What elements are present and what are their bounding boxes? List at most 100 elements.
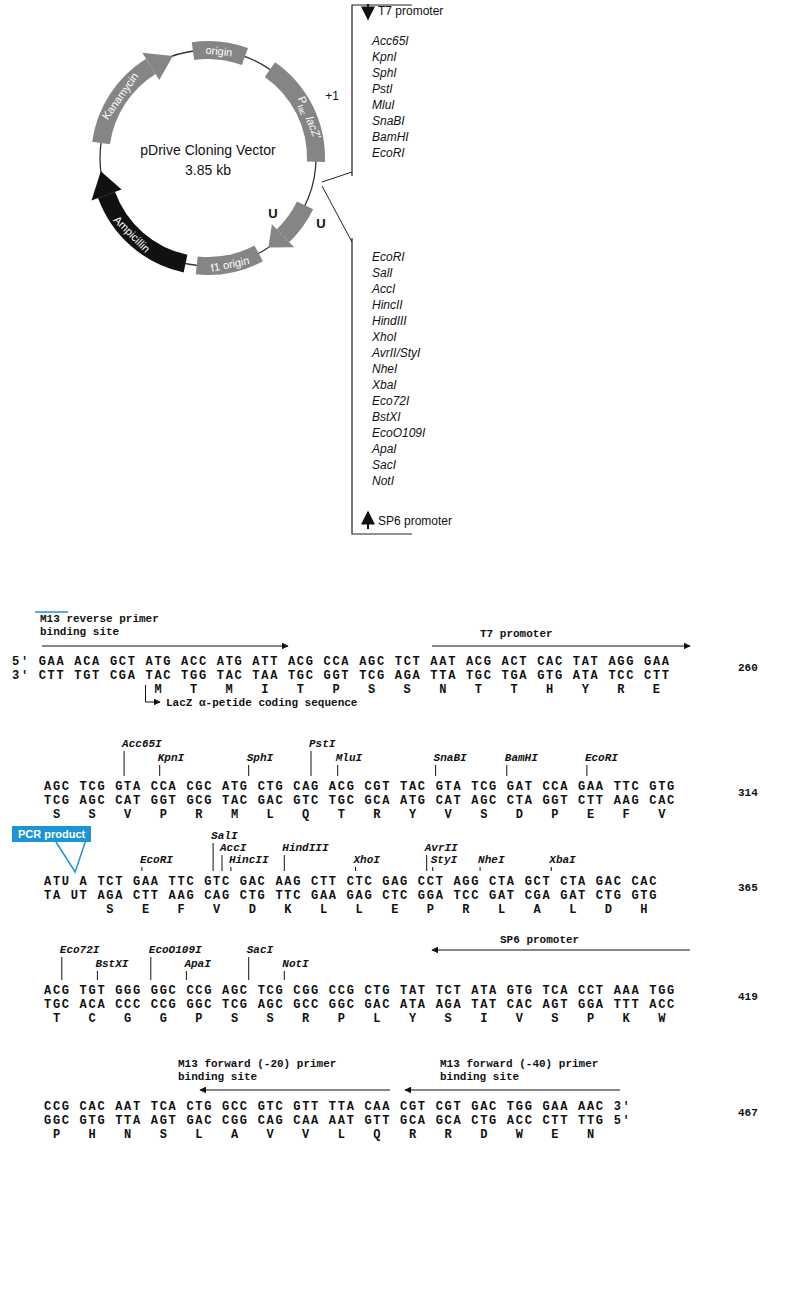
annotation: 419 xyxy=(738,991,758,1004)
restriction-site: PstI xyxy=(309,738,335,750)
sequence-line: P H N S L A V V L Q R R D W E N xyxy=(53,1128,596,1142)
sequence-line: TCG AGC CAT GGT GCG TAC GAC GTC TGC GCA … xyxy=(44,794,676,808)
feature-label: PlaclacZ' xyxy=(293,95,324,142)
restriction-site: KpnI xyxy=(158,752,184,764)
site-tick xyxy=(222,855,223,871)
restriction-site: SphI xyxy=(372,66,397,80)
map-label: T7 promoter xyxy=(378,4,443,18)
primer-arrow xyxy=(200,1090,390,1091)
restriction-site: EcoRI xyxy=(372,146,405,160)
restriction-site: XbaI xyxy=(372,378,397,392)
site-list-bracket xyxy=(352,5,412,176)
restriction-site: MluI xyxy=(336,752,362,764)
site-tick xyxy=(480,867,481,871)
restriction-site: SacI xyxy=(247,944,273,956)
restriction-site: EcoO109I xyxy=(149,944,202,956)
primer-arrow xyxy=(405,1090,620,1091)
map-label: SP6 promoter xyxy=(378,514,452,528)
restriction-site: HindIII xyxy=(372,314,407,328)
marker-label: U xyxy=(316,216,325,231)
sequence-line: UT AGA CTT AAG CAG CTG TTC GAA GAG CTC G… xyxy=(71,889,658,903)
plasmid-backbone xyxy=(100,50,316,266)
restriction-site: Acc65I xyxy=(122,738,162,750)
restriction-site: NotI xyxy=(372,474,394,488)
sequence-line: CCG CAC AAT TCA CTG GCC GTC GTT TTA CAA … xyxy=(44,1100,631,1114)
annotation: 365 xyxy=(738,882,758,895)
site-tick xyxy=(150,957,151,980)
site-tick xyxy=(159,765,160,776)
site-tick xyxy=(311,751,312,776)
restriction-site: KpnI xyxy=(372,50,397,64)
annotation: M13 reverse primer binding site xyxy=(40,613,205,639)
restriction-site: SalI xyxy=(372,266,393,280)
site-tick xyxy=(248,765,249,776)
promoter-arrow xyxy=(367,4,369,19)
blue-mark xyxy=(35,611,68,613)
site-tick xyxy=(124,751,125,776)
restriction-site: NheI xyxy=(372,362,397,376)
restriction-site: SalI xyxy=(211,830,237,842)
restriction-site: XhoI xyxy=(354,854,380,866)
leader-line xyxy=(322,186,352,242)
sequence-line: S E F V D K L L E P R L A L D H xyxy=(106,903,649,917)
restriction-site: AccI xyxy=(220,842,246,854)
vector-name: 3.85 kb xyxy=(185,162,231,178)
restriction-site: ApaI xyxy=(184,958,210,970)
sequence-line: A TCT GAA TTC GTC GAC AAG CTT CTC GAG CC… xyxy=(80,875,659,889)
site-tick xyxy=(506,765,507,776)
map-label: +1 xyxy=(325,89,339,103)
site-tick xyxy=(230,867,231,871)
restriction-site: Acc65I xyxy=(372,34,409,48)
insert-label: PCR product xyxy=(18,828,85,840)
primer-arrow xyxy=(42,646,288,647)
site-tick xyxy=(186,971,187,980)
sequence-line: TA xyxy=(44,889,62,903)
vector-feature xyxy=(107,195,186,264)
annotation: M13 forward (-20) primer binding site xyxy=(178,1058,353,1084)
restriction-site: MluI xyxy=(372,98,395,112)
site-tick xyxy=(551,867,552,871)
site-tick xyxy=(61,957,62,980)
restriction-site: BamHI xyxy=(505,752,538,764)
sequence-line: TGC ACA CCC CCG GGC TCG AGC GCC GGC GAC … xyxy=(44,998,676,1012)
restriction-site: HincII xyxy=(229,854,269,866)
restriction-site: SnaBI xyxy=(434,752,467,764)
restriction-site: ApaI xyxy=(372,442,397,456)
insert-pointer xyxy=(56,842,85,872)
feature-arrowhead xyxy=(91,171,121,200)
site-tick xyxy=(284,855,285,871)
site-tick xyxy=(586,765,587,776)
restriction-site: SnaBI xyxy=(372,114,405,128)
site-tick xyxy=(432,867,433,871)
restriction-site: HindIII xyxy=(282,842,328,854)
site-list-bracket xyxy=(352,238,412,534)
site-tick xyxy=(213,843,214,871)
annotation: 467 xyxy=(738,1107,758,1120)
site-tick xyxy=(435,765,436,776)
restriction-site: Eco72I xyxy=(372,394,409,408)
restriction-site: BstXI xyxy=(372,410,401,424)
marker-label: U xyxy=(268,206,277,221)
sequence-line: AGC TCG GTA CCA CGC ATG CTG CAG ACG CGT … xyxy=(44,780,676,794)
sequence-line: T C G G P S S R P L Y S I V S P K W xyxy=(53,1012,667,1026)
restriction-site: BstXI xyxy=(95,958,128,970)
sequence-line: GGC GTG TTA AGT GAC CGG CAG CAA AAT GTT … xyxy=(44,1114,631,1128)
sequence-line: ACG TGT GGG GGC CCG AGC TCG CGG CCG CTG … xyxy=(44,984,676,998)
leader-line xyxy=(322,172,352,182)
sequence-line: ATU xyxy=(44,875,71,889)
annotation: LacZ α-petide coding sequence xyxy=(166,697,357,710)
restriction-site: AvrII xyxy=(425,842,458,854)
promoter-arrow xyxy=(432,646,690,647)
sequence-line: M T M I T P S S N T T H Y R E xyxy=(154,683,661,697)
site-tick xyxy=(355,867,356,871)
sequence-line: 5' GAA ACA GCT ATG ACC ATG ATT ACG CCA A… xyxy=(12,655,671,669)
restriction-site: PstI xyxy=(372,82,393,96)
annotation: 314 xyxy=(738,787,758,800)
site-tick xyxy=(97,971,98,980)
restriction-site: XbaI xyxy=(549,854,575,866)
annotation: SP6 promoter xyxy=(500,934,579,947)
annotation: T7 promoter xyxy=(480,628,553,641)
feature-arrowhead xyxy=(268,224,294,247)
